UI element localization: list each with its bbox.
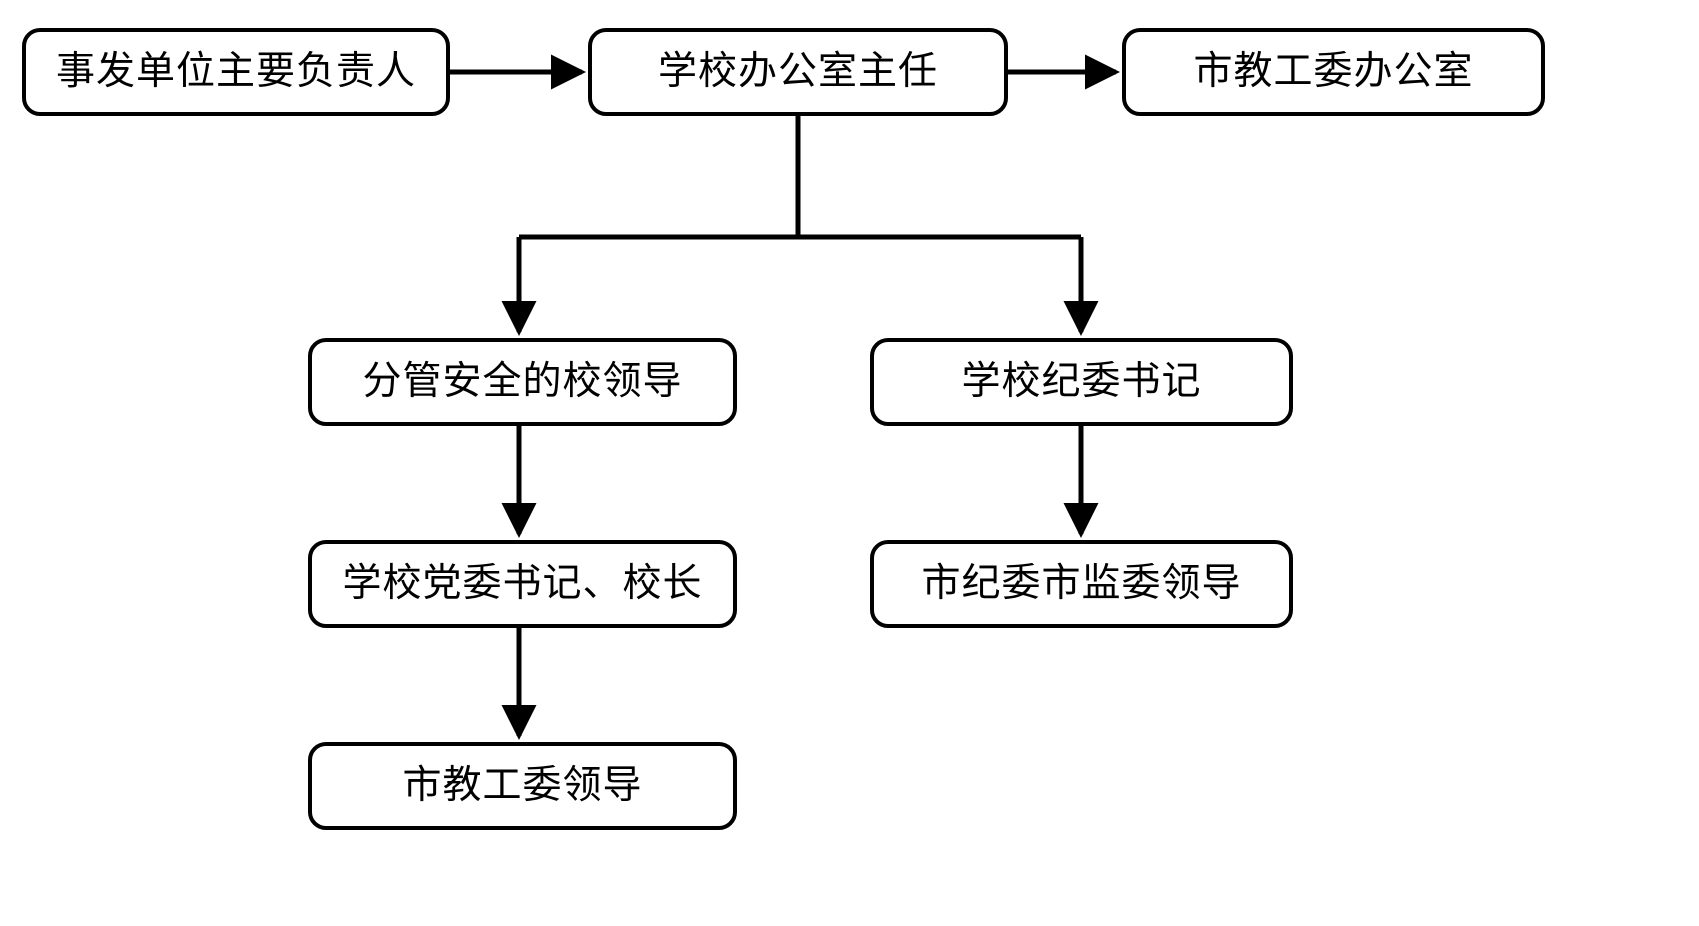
node-label: 市教工委办公室	[1193, 48, 1474, 94]
node-incident-unit-leader[interactable]: 事发单位主要负责人	[22, 28, 450, 116]
node-label: 分管安全的校领导	[362, 358, 683, 404]
node-label: 市纪委市监委领导	[921, 560, 1242, 606]
node-label: 学校办公室主任	[657, 48, 938, 94]
node-label: 事发单位主要负责人	[55, 48, 416, 94]
node-school-office-director[interactable]: 学校办公室主任	[588, 28, 1008, 116]
node-school-discipline-secretary[interactable]: 学校纪委书记	[870, 338, 1293, 426]
node-municipal-education-committee-office[interactable]: 市教工委办公室	[1122, 28, 1545, 116]
node-label: 学校纪委书记	[961, 358, 1202, 404]
node-safety-school-leader[interactable]: 分管安全的校领导	[308, 338, 737, 426]
node-school-party-secretary-principal[interactable]: 学校党委书记、校长	[308, 540, 737, 628]
node-label: 市教工委领导	[402, 762, 643, 808]
edge-n2-split-trunk	[519, 116, 801, 240]
node-label: 学校党委书记、校长	[342, 560, 703, 606]
node-municipal-education-committee-leader[interactable]: 市教工委领导	[308, 742, 737, 830]
node-municipal-discipline-supervision-leader[interactable]: 市纪委市监委领导	[870, 540, 1293, 628]
